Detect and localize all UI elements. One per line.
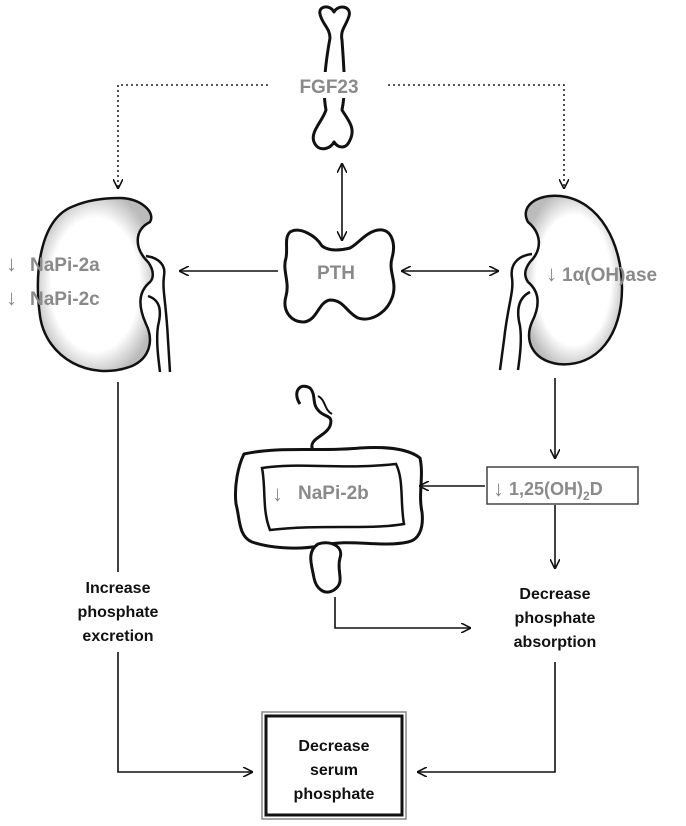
napi2c-label: NaPi-2c (30, 289, 100, 310)
left-kidney-icon (36, 196, 172, 373)
decrease-serum-box: Decrease serum phosphate (261, 711, 407, 820)
svg-text:Decrease: Decrease (298, 738, 369, 755)
fgf23-label: FGF23 (299, 77, 358, 98)
vitd-box (486, 466, 639, 505)
down-arrow-napi2c-icon: ↓ (6, 285, 17, 310)
fgf23-to-right-kidney-arrow (388, 84, 564, 188)
hydroxylase-label: 1α(OH)ase (562, 265, 657, 286)
intestine-icon (234, 384, 424, 594)
absorption-to-serum-arrow (418, 662, 556, 772)
svg-text:absorption: absorption (514, 634, 597, 651)
increase-excretion-label: Increase phosphate excretion (78, 580, 159, 645)
svg-text:Increase: Increase (86, 580, 151, 597)
svg-text:phosphate: phosphate (515, 610, 596, 627)
vitd-label: 1,25(OH)2D (509, 479, 603, 503)
down-arrow-napi2b-icon: ↓ (272, 481, 283, 506)
down-arrow-hydroxylase-icon: ↓ (546, 261, 557, 286)
parathyroid-icon (283, 228, 396, 324)
svg-text:Decrease: Decrease (519, 586, 590, 603)
svg-text:phosphate: phosphate (294, 786, 375, 803)
decrease-absorption-label: Decrease phosphate absorption (514, 586, 597, 651)
pth-label: PTH (317, 263, 355, 284)
napi2b-label: NaPi-2b (298, 483, 369, 504)
right-kidney-icon (498, 194, 624, 371)
down-arrow-vitd-icon: ↓ (493, 476, 504, 501)
svg-text:serum: serum (310, 762, 358, 779)
down-arrow-napi2a-icon: ↓ (6, 251, 17, 276)
fgf23-to-left-kidney-arrow (118, 84, 268, 188)
napi2a-label: NaPi-2a (30, 255, 100, 276)
svg-text:excretion: excretion (82, 628, 153, 645)
excretion-to-serum-arrow (117, 652, 252, 772)
intestine-to-absorption-arrow (334, 597, 470, 628)
svg-text:phosphate: phosphate (78, 604, 159, 621)
